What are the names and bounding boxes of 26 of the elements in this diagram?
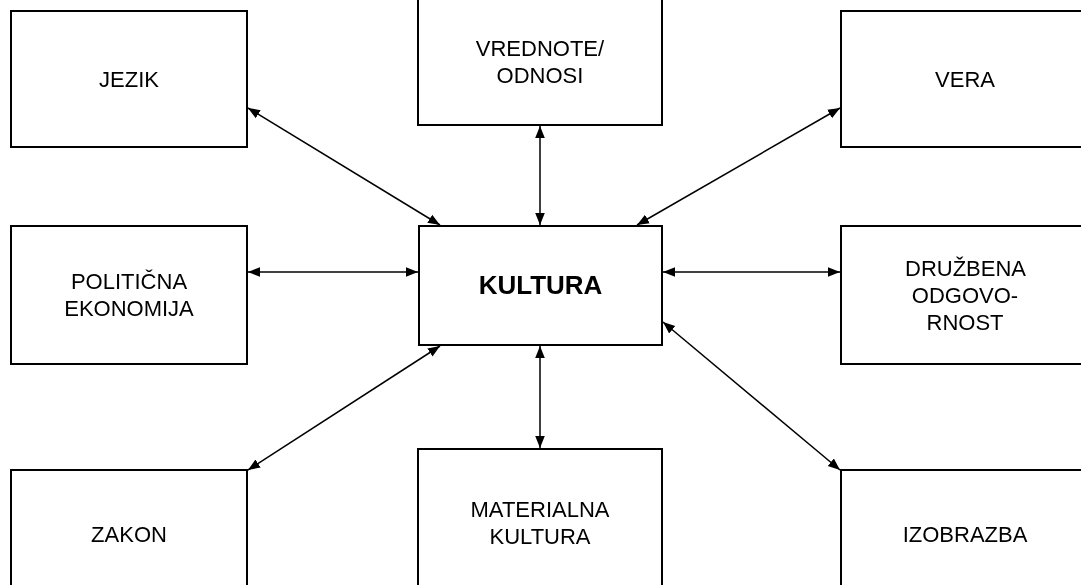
- double-arrow: [247, 345, 441, 471]
- node-label: VERA: [935, 65, 995, 93]
- concept-box: [10, 10, 248, 148]
- concept-box: [840, 225, 1081, 365]
- double-arrow: [247, 267, 419, 277]
- central-concept-box: [418, 225, 663, 346]
- node-label: MATERIALNA KULTURA: [469, 496, 611, 550]
- double-arrow: [535, 345, 545, 449]
- node-label: KULTURA: [478, 272, 603, 299]
- double-arrow: [535, 125, 545, 226]
- concept-box: [10, 469, 248, 585]
- double-arrow: [636, 107, 841, 226]
- double-arrow: [662, 267, 841, 277]
- node-label: DRUŽBENA ODGOVO-RNOST: [905, 254, 1025, 336]
- concept-box: [10, 225, 248, 365]
- concept-box: [417, 0, 663, 126]
- concept-box: [840, 10, 1081, 148]
- node-label: IZOBRAZBA: [902, 520, 1028, 548]
- node-label: JEZIK: [99, 65, 159, 93]
- concept-box: [840, 469, 1081, 585]
- node-label: VREDNOTE/ ODNOSI: [474, 35, 606, 89]
- double-arrow: [662, 321, 841, 471]
- double-arrow: [247, 107, 441, 226]
- node-label: POLITIČNA EKONOMIJA: [63, 268, 195, 322]
- concept-box: [417, 448, 663, 585]
- node-label: ZAKON: [91, 520, 167, 548]
